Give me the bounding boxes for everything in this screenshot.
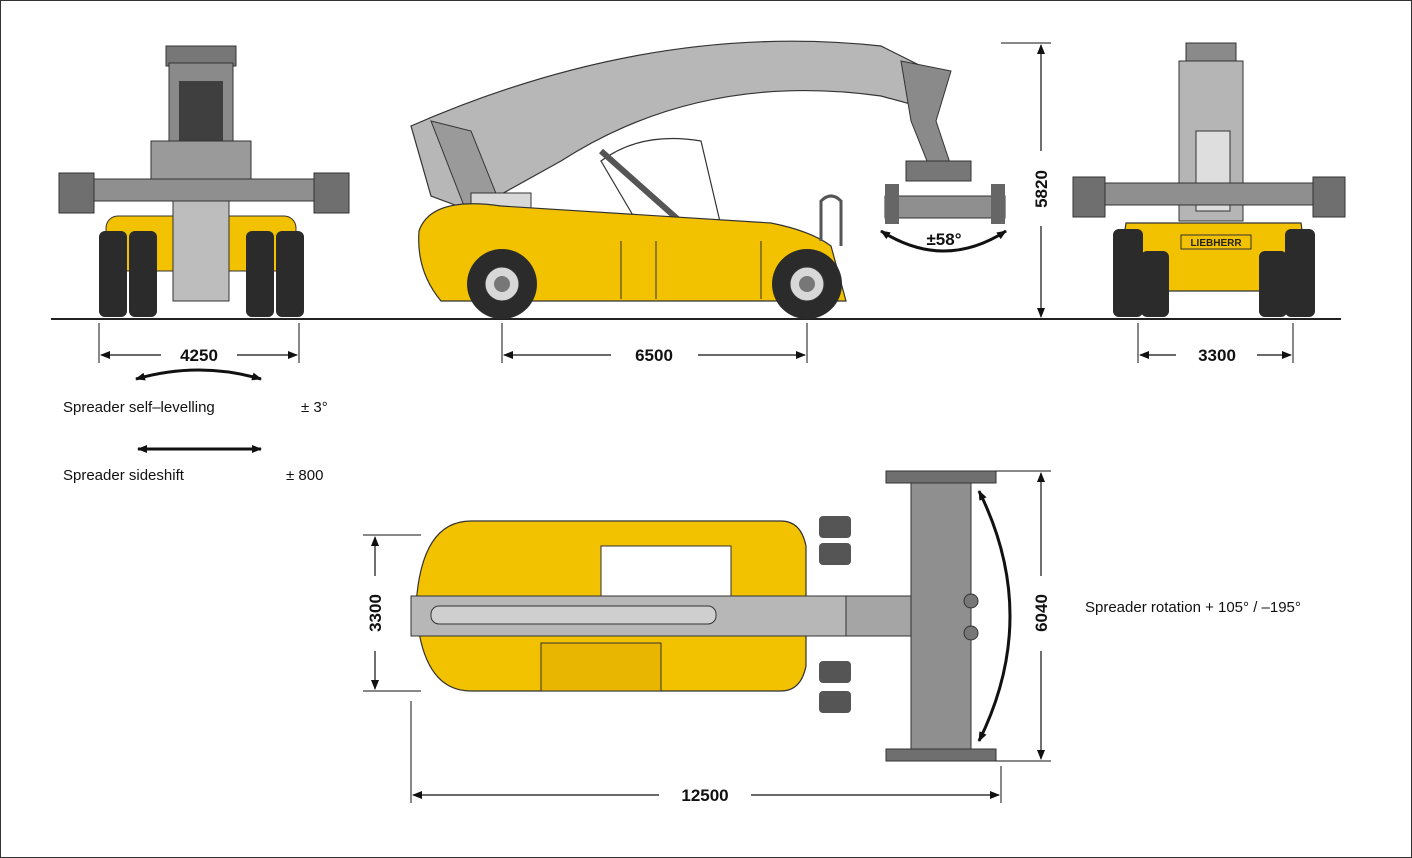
rear-view-machine	[1072, 42, 1346, 317]
tilt-dimension: ±58°	[926, 230, 961, 249]
rotation-label: Spreader rotation + 105° / –195°	[1085, 599, 1301, 616]
front-view-machine	[58, 45, 350, 317]
levelling-arrow-icon	[135, 368, 262, 381]
levelling-value: ± 3°	[301, 399, 328, 416]
sideshift-value: ± 800	[286, 467, 323, 484]
height-dimension: 5820	[1032, 170, 1051, 208]
tilt-arrow-icon	[880, 229, 1007, 253]
brand-logo: LIEBHERR	[1190, 238, 1242, 249]
spreader-length-dimension: 6040	[1032, 594, 1051, 632]
length-dimension: 12500	[681, 786, 728, 805]
sideshift-label: Spreader sideshift	[63, 467, 185, 484]
front-width-dimension: 4250	[180, 346, 218, 365]
wheelbase-dimension: 6500	[635, 346, 673, 365]
side-view-machine	[410, 40, 1006, 319]
levelling-label: Spreader self–levelling	[63, 399, 215, 416]
rotation-arrow-icon	[977, 490, 1012, 742]
top-width-dimension: 3300	[366, 594, 385, 632]
rear-width-dimension: 3300	[1198, 346, 1236, 365]
top-view-machine	[410, 470, 997, 762]
